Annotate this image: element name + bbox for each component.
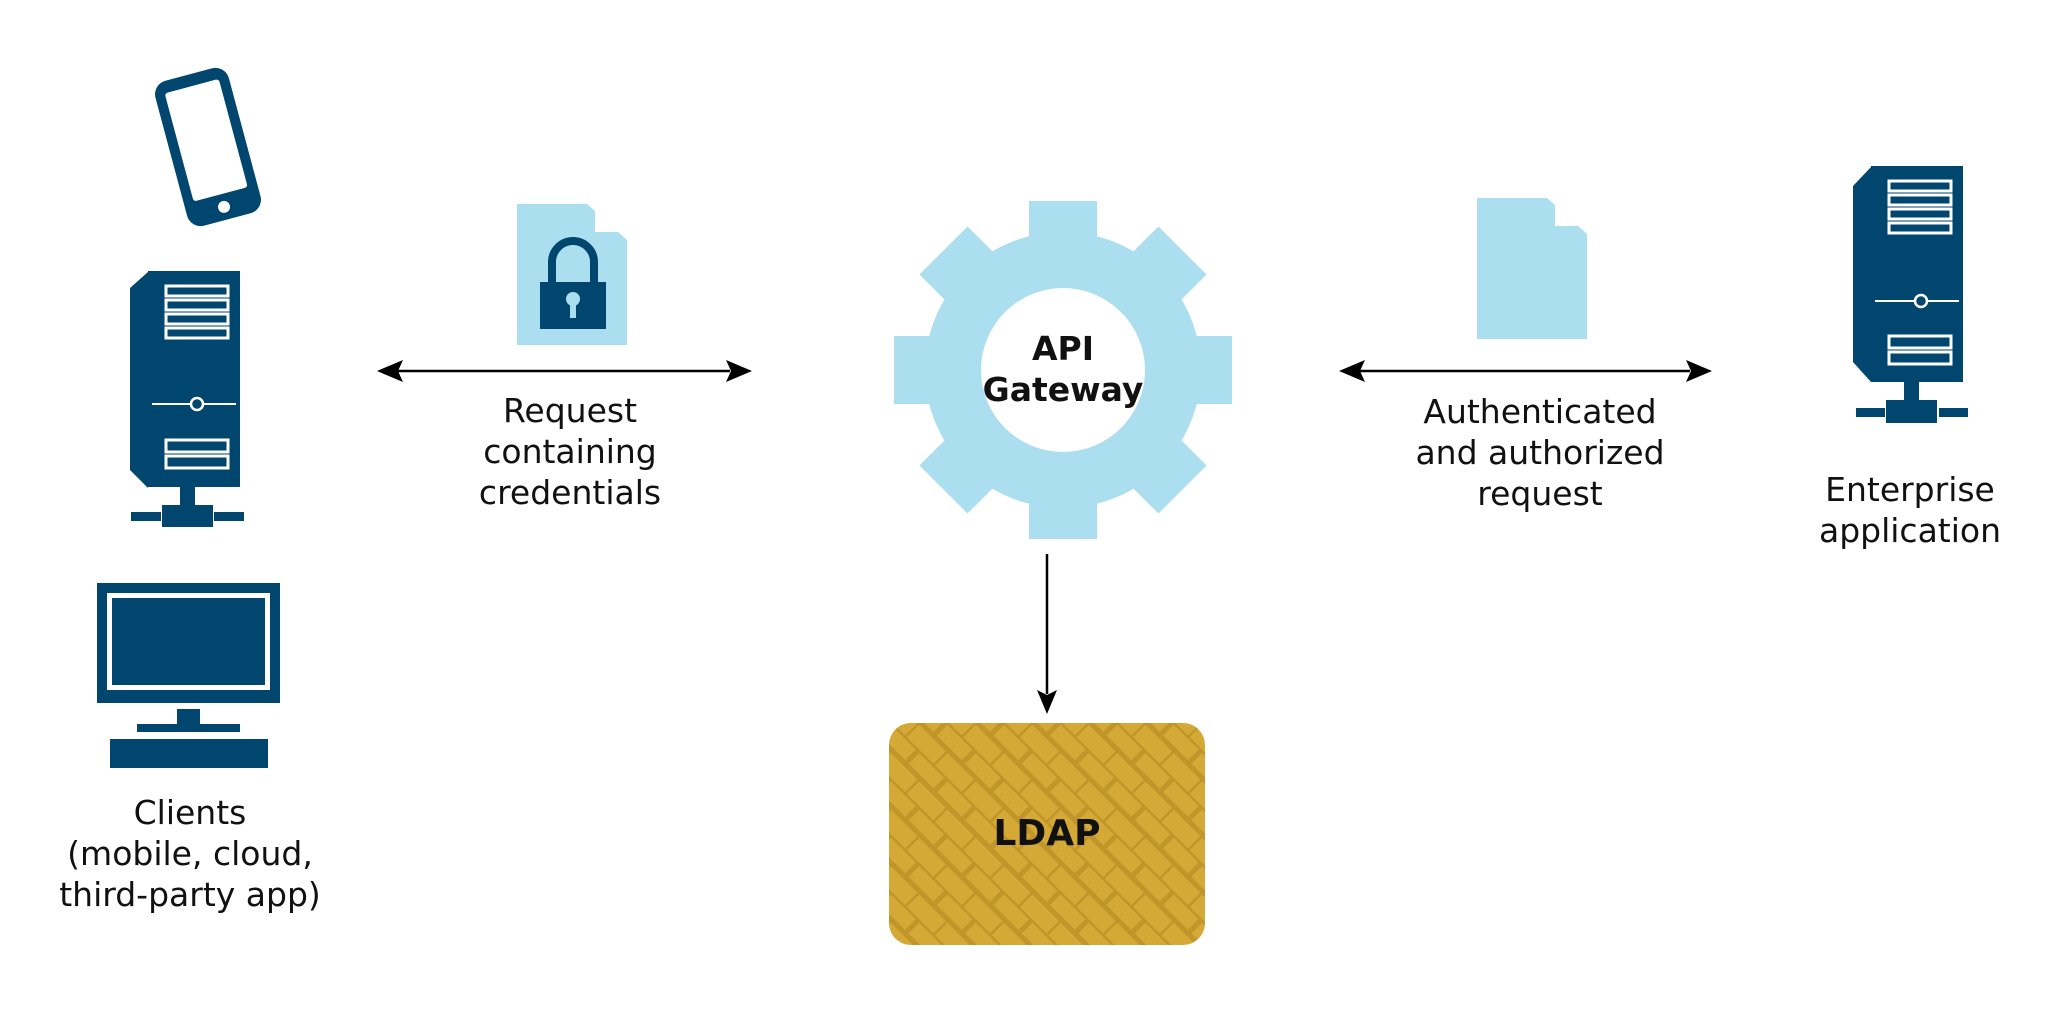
authorized-label-line-2: and authorized <box>1415 433 1665 472</box>
gear-tooth <box>919 423 1010 514</box>
clients-label-line-3: third-party app) <box>59 875 321 914</box>
gear-tooth <box>919 226 1010 317</box>
clients-label: Clients (mobile, cloud, third-party app) <box>30 792 350 915</box>
request-label: Request containing credentials <box>420 390 720 513</box>
enterprise-label-line-2: application <box>1818 511 2002 550</box>
api-gateway-gear-icon <box>894 201 1232 539</box>
authorized-request-label: Authenticated and authorized request <box>1380 391 1700 514</box>
enterprise-server-tower-icon <box>1853 166 1968 423</box>
enterprise-application-label: Enterprise application <box>1790 469 2030 551</box>
locked-document-icon <box>517 204 627 345</box>
authorized-request-arrow <box>1339 360 1712 382</box>
api-gateway-label-line-1: API <box>1031 329 1094 368</box>
client-server-tower-icon <box>130 271 244 527</box>
ldap-label-text: LDAP <box>993 813 1101 854</box>
gateway-to-ldap-arrow <box>1037 554 1057 714</box>
request-arrow <box>377 360 752 382</box>
api-gateway-label-line-2: Gateway <box>982 370 1144 409</box>
clients-label-line-2: (mobile, cloud, <box>67 834 313 873</box>
authorized-label-line-1: Authenticated <box>1423 392 1657 431</box>
gear-tooth <box>1116 423 1207 514</box>
ldap-label: LDAP <box>889 812 1205 856</box>
request-label-line-1: Request <box>502 391 638 430</box>
api-gateway-label: API Gateway <box>943 328 1183 410</box>
enterprise-label-line-1: Enterprise <box>1825 470 1995 509</box>
authorized-label-line-3: request <box>1477 474 1603 513</box>
ldap-box <box>889 723 1205 945</box>
request-label-line-3: credentials <box>478 473 662 512</box>
request-label-line-2: containing <box>483 432 657 471</box>
gear-tooth <box>1116 226 1207 317</box>
desktop-monitor-icon <box>97 583 280 768</box>
mobile-phone-icon <box>155 67 261 227</box>
clients-label-line-1: Clients <box>133 793 247 832</box>
document-icon <box>1477 198 1587 339</box>
